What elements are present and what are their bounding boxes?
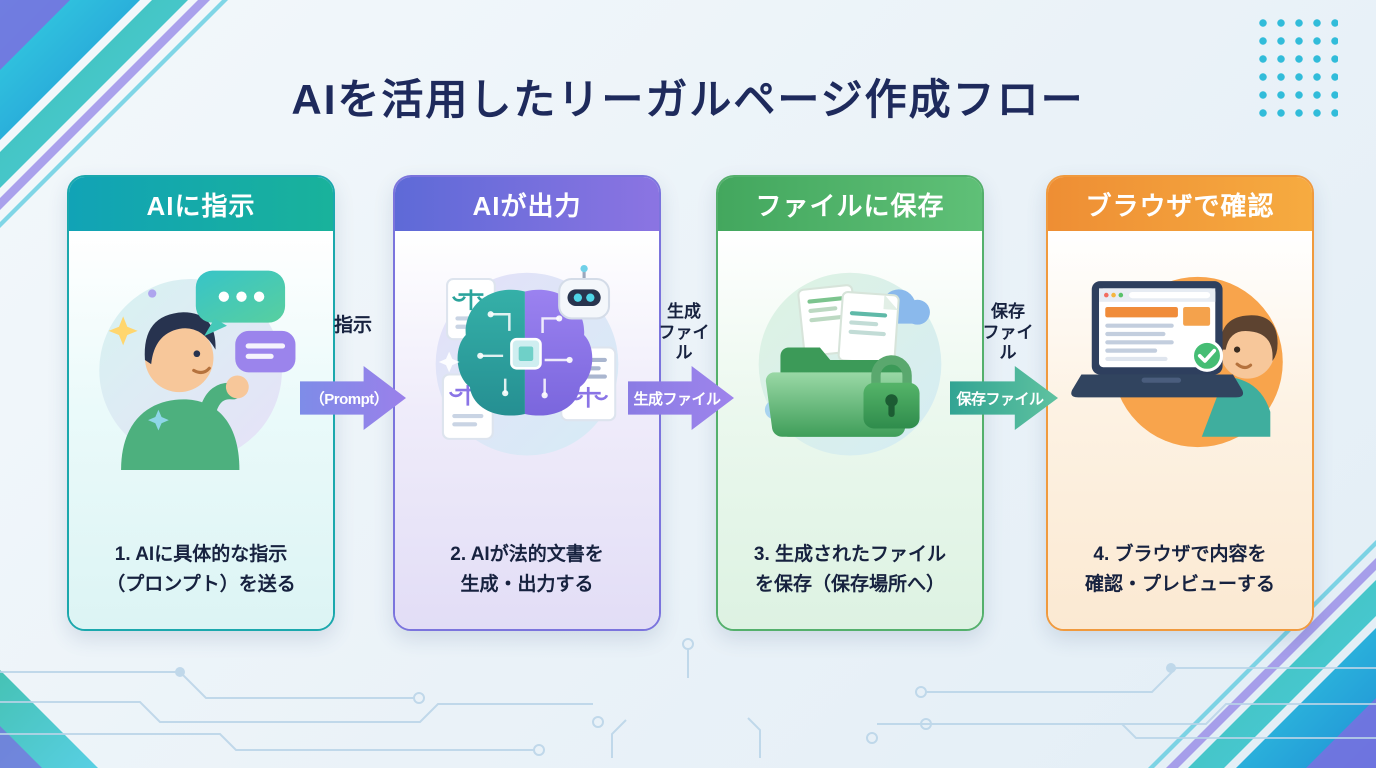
arrow1-body-label: （Prompt） bbox=[309, 390, 389, 408]
page-title: AIを活用したリーガルページ作成フロー bbox=[291, 76, 1085, 123]
card3-caption: 3. 生成されたファイル を保存（保存場所へ） bbox=[754, 540, 946, 599]
card2-header: AIが出力 bbox=[395, 177, 659, 231]
step-card-1-ai-instruction: AIに指示 bbox=[67, 175, 335, 631]
caption-line: 生成・出力する bbox=[460, 573, 594, 595]
person-illustration bbox=[99, 270, 296, 470]
caption-line: 2. AIが法的文書を bbox=[450, 544, 604, 566]
step-card-2-ai-output: AIが出力 bbox=[393, 175, 661, 631]
arrow2-body-label: 生成ファイル bbox=[633, 390, 721, 408]
card2-body: 2. AIが法的文書を 生成・出力する bbox=[395, 231, 659, 629]
ai-brain-illustration bbox=[435, 264, 619, 456]
sparkle-icon bbox=[108, 289, 169, 431]
dot-grid-decoration bbox=[1252, 12, 1338, 124]
sparkle-icon bbox=[438, 351, 460, 373]
arrow2-label: 生成 ファイ ル bbox=[658, 302, 710, 363]
caption-line: 確認・プレビューする bbox=[1084, 573, 1275, 595]
card4-body: 4. ブラウザで内容を 確認・プレビューする bbox=[1048, 231, 1312, 629]
circuit-brain-icon bbox=[457, 289, 593, 416]
robot-head-icon bbox=[558, 264, 611, 320]
document-icon bbox=[837, 291, 900, 365]
chat-bubbles-icon bbox=[195, 270, 296, 373]
arrow3-body-label: 保存ファイル bbox=[956, 390, 1044, 408]
card3-header: ファイルに保存 bbox=[718, 177, 982, 231]
card3-body: 3. 生成されたファイル を保存（保存場所へ） bbox=[718, 231, 982, 629]
laptop-illustration bbox=[1071, 276, 1283, 448]
circuit-pattern-decoration bbox=[0, 638, 1376, 758]
step-card-4-browser-check: ブラウザで確認 bbox=[1046, 175, 1314, 631]
caption-line: （プロンプト）を送る bbox=[106, 573, 296, 595]
card2-caption: 2. AIが法的文書を 生成・出力する bbox=[450, 540, 603, 599]
caption-line: 4. ブラウザで内容を bbox=[1093, 544, 1267, 566]
card1-caption: 1. AIに具体的な指示 （プロンプト）を送る bbox=[106, 540, 295, 599]
checkmark-icon bbox=[1190, 339, 1224, 372]
arrow3-label: 保存 ファイ ル bbox=[982, 302, 1034, 363]
person-icon bbox=[121, 312, 249, 470]
card1-header: AIに指示 bbox=[69, 177, 333, 231]
step-card-3-save-file: ファイルに保存 bbox=[716, 175, 984, 631]
card1-body: 1. AIに具体的な指示 （プロンプト）を送る bbox=[69, 231, 333, 629]
card4-header: ブラウザで確認 bbox=[1048, 177, 1312, 231]
padlock-icon bbox=[863, 355, 920, 429]
laptop-base-icon bbox=[1071, 374, 1244, 398]
card4-caption: 4. ブラウザで内容を 確認・プレビューする bbox=[1085, 540, 1275, 599]
folder-illustration bbox=[758, 272, 942, 456]
arrow1-label: 指示 bbox=[333, 315, 372, 336]
caption-line: を保存（保存場所へ） bbox=[754, 573, 945, 595]
caption-line: 3. 生成されたファイル bbox=[753, 544, 947, 566]
caption-line: 1. AIに具体的な指示 bbox=[114, 544, 288, 566]
browser-window-icon bbox=[1091, 281, 1223, 375]
